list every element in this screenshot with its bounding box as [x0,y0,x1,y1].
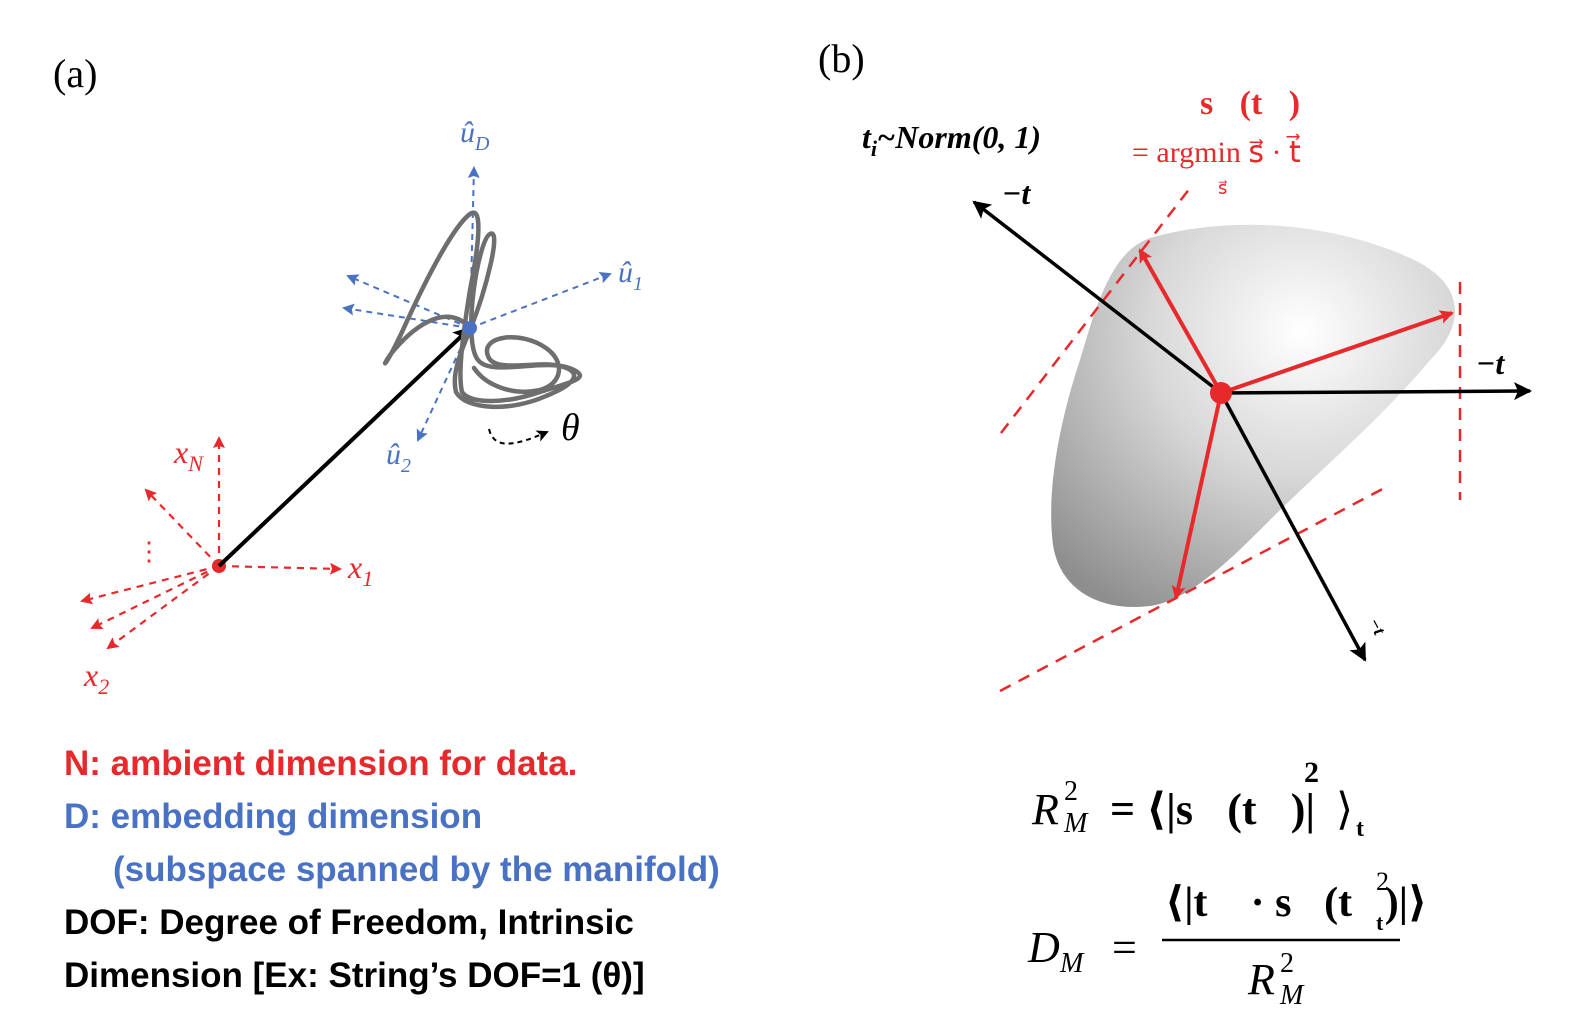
legend-dof-line-2: Dimension [Ex: String’s DOF=1 (θ)] [64,956,645,995]
panel-a-label: (a) [53,51,97,96]
x-2-label: x2 [83,657,109,699]
svg-text:M: M [1063,808,1089,839]
support-vectors [1138,248,1454,600]
svg-text:=: = [1112,923,1137,972]
svg-text:R: R [1247,955,1275,1004]
neg-t-right-label: −t⃗ [1476,345,1529,381]
panel-b-label: (b) [818,36,865,81]
theta-arrow [488,428,549,445]
svg-text:M: M [1059,948,1085,979]
svg-text:t⃗: t⃗ [1356,816,1383,842]
svg-text:2: 2 [1064,776,1078,807]
svg-text:= ⟨|s⃗(t⃗)|: = ⟨|s⃗(t⃗)| [1110,785,1315,834]
u-2-label: û2 [386,438,411,477]
radius-formula: R 2 M = ⟨|s⃗(t⃗)| 2 ⟩ t⃗ [1031,756,1383,842]
svg-text:2: 2 [1376,867,1389,896]
svg-text:⟩: ⟩ [1336,785,1353,834]
argmin-subscript: s⃗ [1218,178,1227,198]
dimension-formula: D M = ⟨|t⃗ · s⃗(t⃗)|⟩ 2 t⃗ R 2 M [1027,867,1427,1011]
neg-t-lower-label: −t⃗ [1364,614,1396,650]
svg-text:R: R [1031,785,1059,834]
legend-d-line-2: (subspace spanned by the manifold) [113,850,720,889]
x-1-label: x1 [347,549,373,591]
svg-text:M: M [1279,980,1305,1011]
direction-arrows [972,200,1532,662]
manifold-blob [1051,224,1455,607]
legend-n-line: N: ambient dimension for data. [64,744,578,783]
neg-t-upper-label: −t⃗ [1002,175,1055,211]
manifold-center [1210,382,1232,404]
u-1-label: û1 [618,256,643,295]
svg-text:2: 2 [1280,948,1294,979]
position-vector [217,326,472,568]
legend-d-line: D: embedding dimension [64,797,483,836]
svg-text:2: 2 [1304,756,1319,789]
manifold-point [463,321,477,335]
svg-text:D: D [1027,923,1060,972]
svg-text:⟨|t⃗ · s⃗(t⃗)|⟩: ⟨|t⃗ · s⃗(t⃗)|⟩ [1165,880,1427,926]
legend-dof-line: DOF: Degree of Freedom, Intrinsic [64,903,634,942]
ambient-axes [80,436,342,650]
s-of-t-label: s⃗(t⃗) [1200,85,1300,122]
theta-label: θ [561,407,580,449]
u-d-label: ûD [460,116,490,155]
dots-label: ⋮ [136,537,162,566]
x-n-label: xN [173,434,204,476]
svg-text:t⃗: t⃗ [1376,910,1400,935]
t-distribution-label: ti~Norm(0, 1) [862,119,1041,161]
string-manifold-curve [382,210,583,410]
argmin-label: = argmin s⃗ · t⃗ [1132,134,1301,169]
